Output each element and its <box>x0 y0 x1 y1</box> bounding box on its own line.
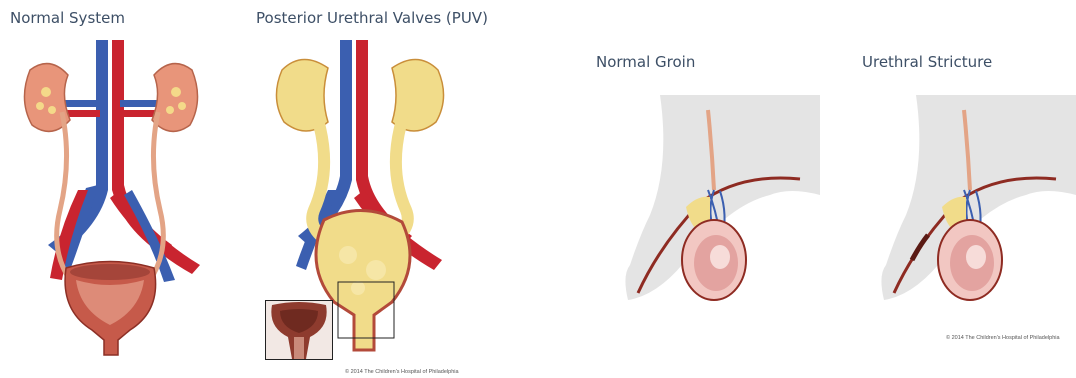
puv-credit: © 2014 The Children's Hospital of Philad… <box>345 369 459 375</box>
right-kidney <box>152 64 198 132</box>
testicle-stricture <box>938 220 1002 300</box>
testicle <box>682 220 746 300</box>
normal-system-illustration <box>0 40 240 360</box>
stricture-credit: © 2014 The Children's Hospital of Philad… <box>946 335 1060 341</box>
normal-groin-illustration <box>620 95 820 310</box>
puv-title: Posterior Urethral Valves (PUV) <box>256 9 488 27</box>
urethral-stricture-title: Urethral Stricture <box>862 53 992 71</box>
normal-groin-title: Normal Groin <box>596 53 695 71</box>
normal-system-title: Normal System <box>10 9 125 27</box>
urethral-stricture-illustration <box>876 95 1076 310</box>
bladder <box>65 262 156 356</box>
puv-inset <box>265 300 333 360</box>
